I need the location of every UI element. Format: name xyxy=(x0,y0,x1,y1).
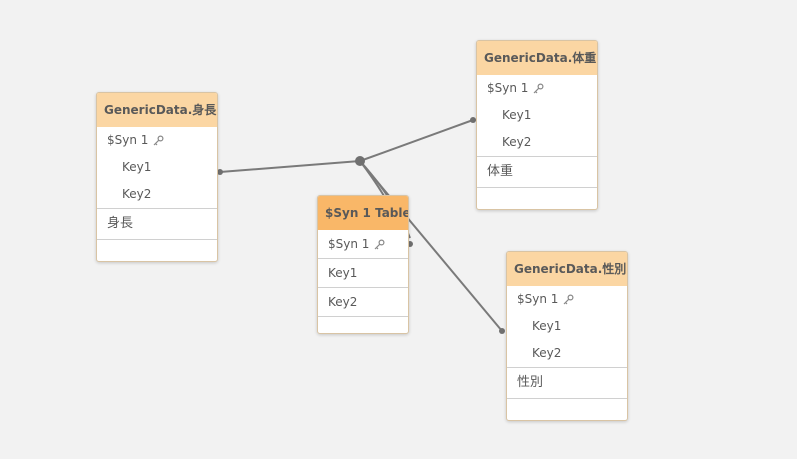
table-title[interactable]: GenericData.性別 xyxy=(507,252,627,286)
table-card-seibetsu[interactable]: GenericData.性別 $Syn 1 Key1 Key2 性別 xyxy=(506,251,628,421)
field-label: $Syn 1 xyxy=(328,237,370,251)
field-syn[interactable]: $Syn 1 xyxy=(97,127,217,154)
field-value[interactable]: 体重 xyxy=(477,157,597,188)
field-key2[interactable]: Key2 xyxy=(97,181,217,209)
table-footer xyxy=(97,240,217,260)
link-shinchou xyxy=(219,160,361,173)
table-card-shinchou[interactable]: GenericData.身長 $Syn 1 Key1 Key2 身長 xyxy=(96,92,218,262)
key-icon xyxy=(533,83,544,94)
link-hub xyxy=(355,156,365,166)
link-end-seibetsu xyxy=(499,328,505,334)
table-title[interactable]: GenericData.体重 xyxy=(477,41,597,75)
field-syn[interactable]: $Syn 1 xyxy=(507,286,627,313)
field-label: $Syn 1 xyxy=(487,81,529,95)
link-end-shinchou xyxy=(217,169,223,175)
field-value[interactable]: 身長 xyxy=(97,209,217,240)
field-key1[interactable]: Key1 xyxy=(532,319,562,333)
table-title[interactable]: $Syn 1 Table xyxy=(318,196,408,230)
table-footer xyxy=(318,317,408,333)
field-key1[interactable]: Key1 xyxy=(318,259,408,288)
field-key1[interactable]: Key1 xyxy=(122,160,152,174)
field-syn[interactable]: $Syn 1 xyxy=(477,75,597,102)
field-label: $Syn 1 xyxy=(517,292,559,306)
table-footer xyxy=(477,188,597,208)
link-end-taijuu xyxy=(470,117,476,123)
table-title[interactable]: GenericData.身長 xyxy=(97,93,217,127)
field-key1[interactable]: Key1 xyxy=(502,108,532,122)
table-card-taijuu[interactable]: GenericData.体重 $Syn 1 Key1 Key2 体重 xyxy=(476,40,598,210)
field-value[interactable]: 性別 xyxy=(507,368,627,399)
link-taijuu xyxy=(359,119,474,162)
field-key2[interactable]: Key2 xyxy=(318,288,408,317)
key-icon xyxy=(153,135,164,146)
field-key2[interactable]: Key2 xyxy=(477,129,597,157)
key-icon xyxy=(374,239,385,250)
field-syn[interactable]: $Syn 1 xyxy=(318,230,408,259)
field-key2[interactable]: Key2 xyxy=(507,340,627,368)
table-footer xyxy=(507,399,627,419)
table-card-syn-table[interactable]: $Syn 1 Table $Syn 1 Key1 Key2 xyxy=(317,195,409,334)
key-icon xyxy=(563,294,574,305)
field-label: $Syn 1 xyxy=(107,133,149,147)
